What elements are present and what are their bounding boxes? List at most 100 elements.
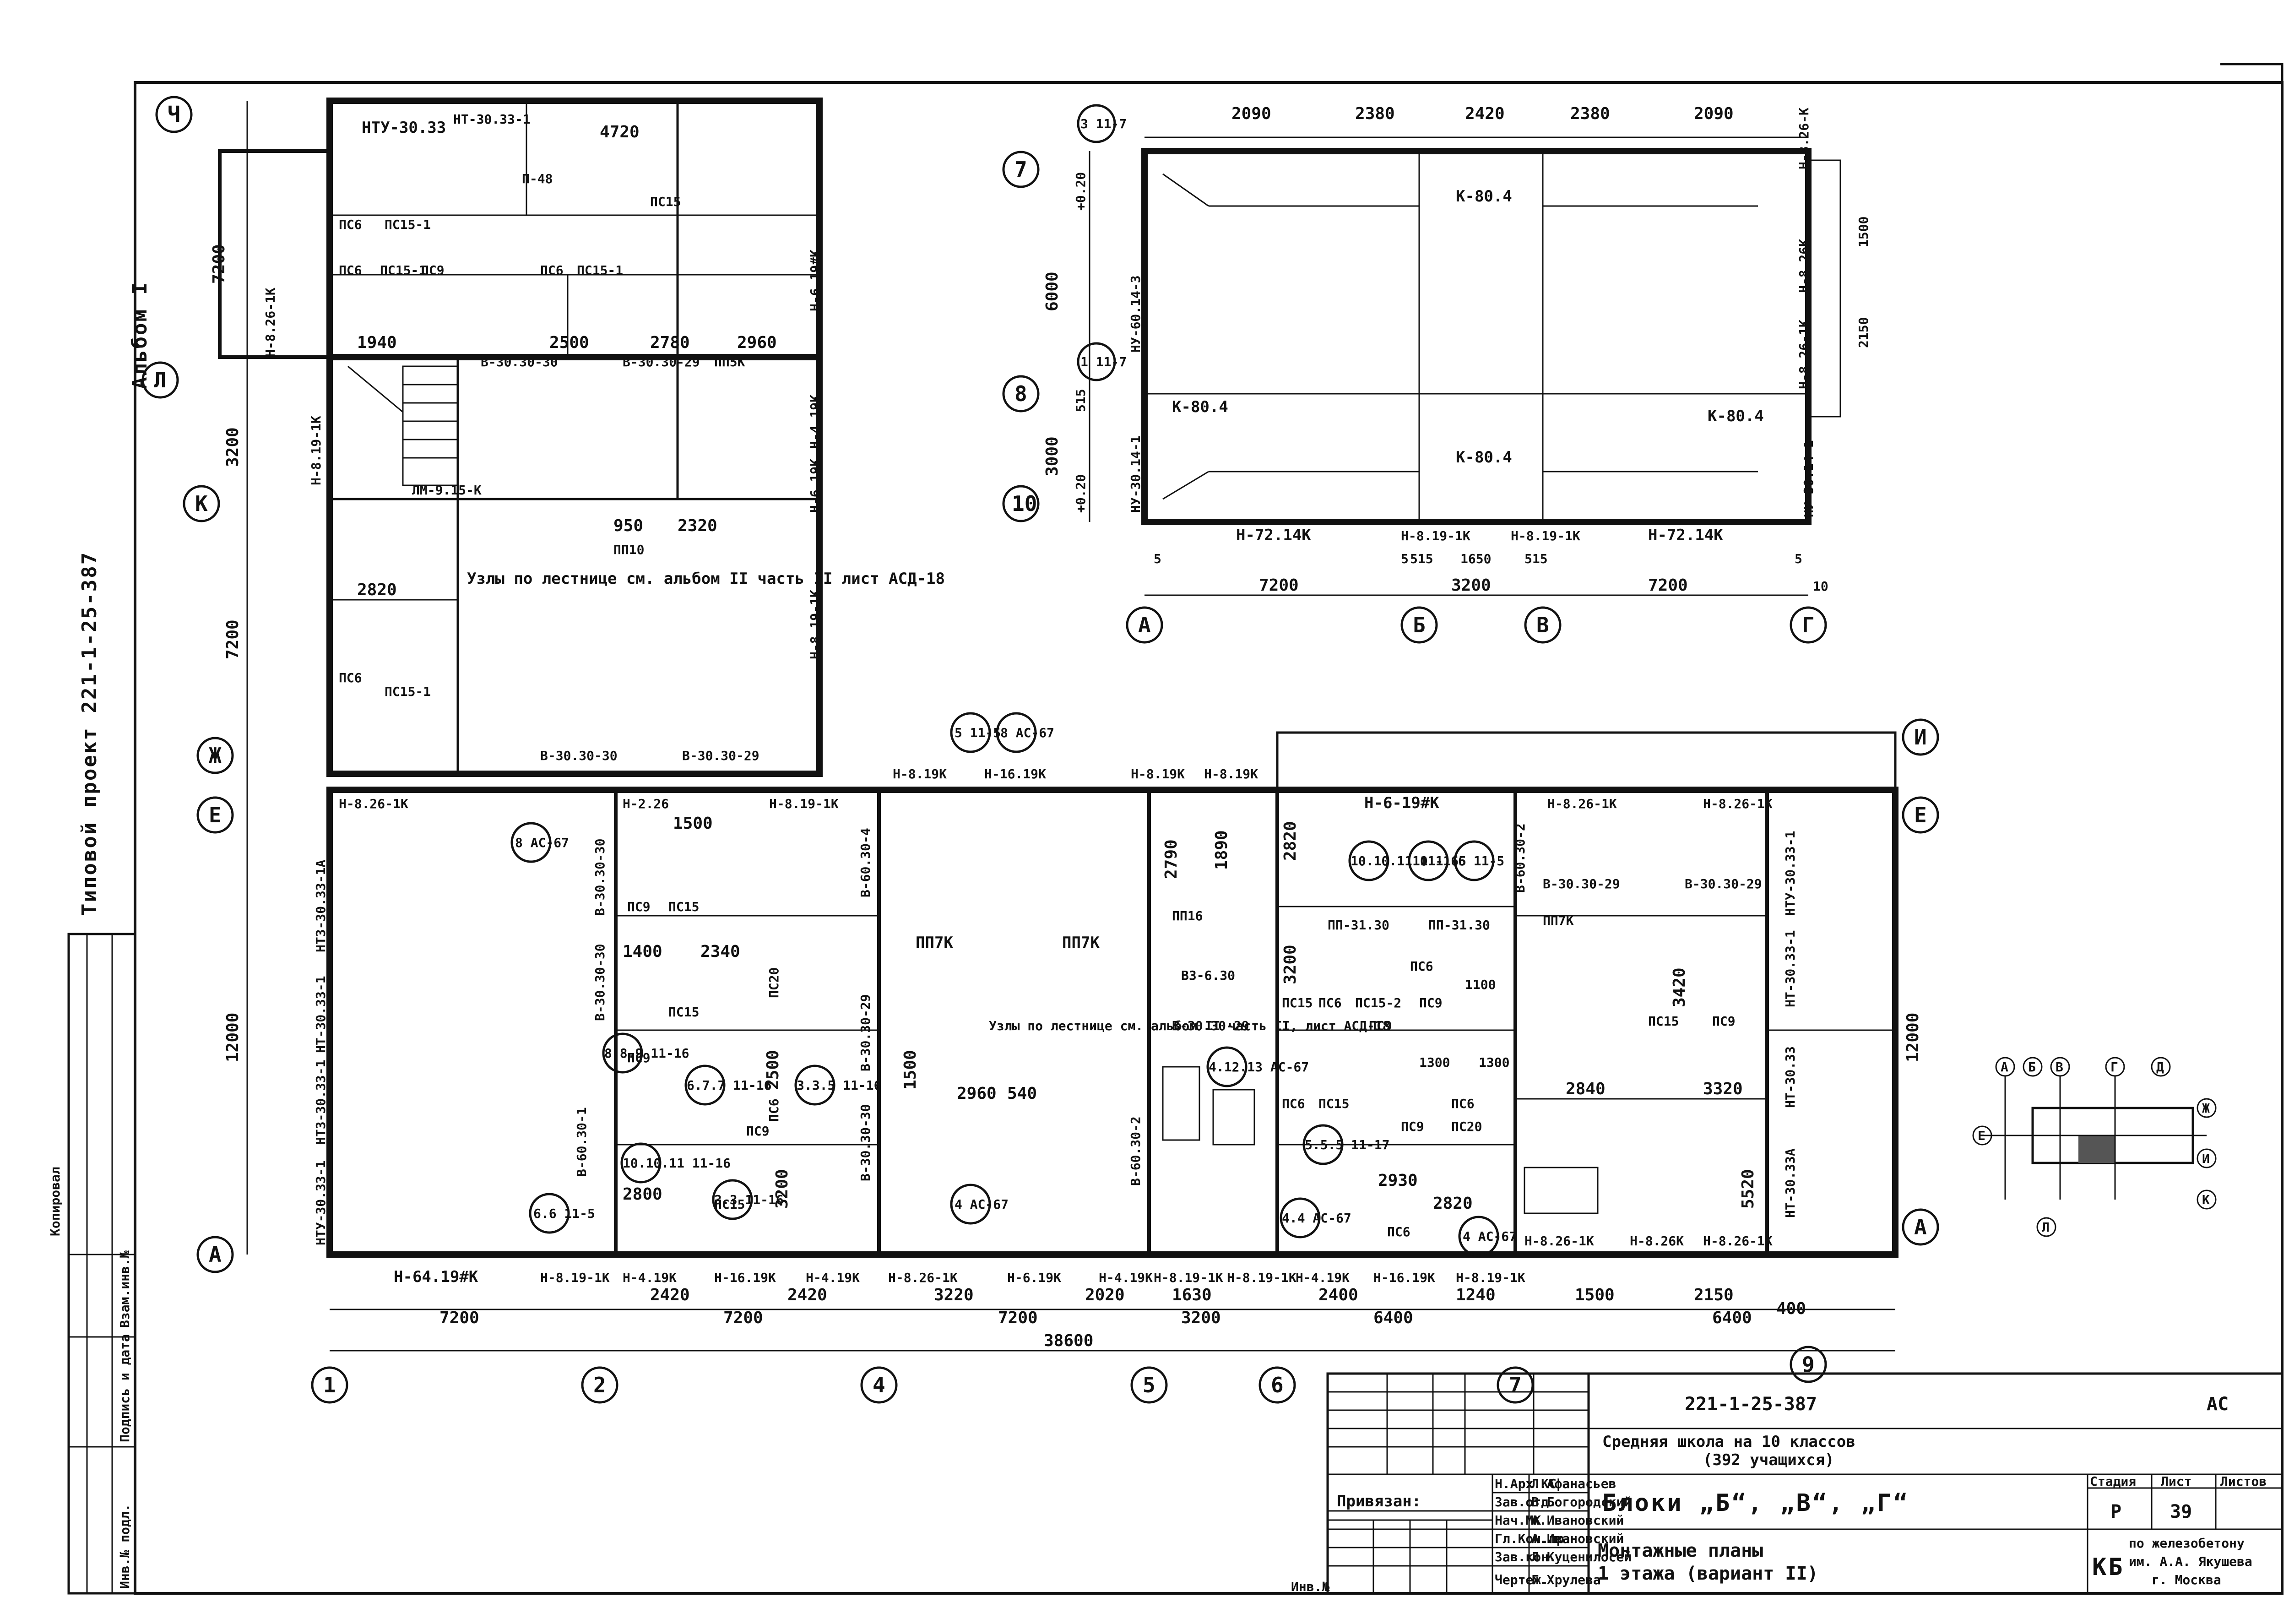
- lb-27: 2800: [623, 1185, 662, 1204]
- tb-code: 221-1-25-387: [1685, 1394, 1817, 1415]
- dim-b-13: 2150: [1694, 1286, 1734, 1304]
- lb-64: 2820: [1433, 1194, 1473, 1213]
- dim-b-3: 2420: [787, 1286, 827, 1304]
- tb-24: 2320: [678, 516, 717, 535]
- tb-org-title-2: (392 учащихся): [1703, 1451, 1834, 1469]
- lb-14: НТУ-30.33-1: [313, 1161, 328, 1245]
- lb-18: ПС9: [627, 899, 651, 914]
- lb-31: В-60.30-4: [858, 828, 873, 897]
- labels-lower-block: Н-8.26-1К Н-2.26 1500 Н-8.19-1К Н-8.19К …: [313, 766, 1798, 1249]
- lb-50: ПС6: [1318, 995, 1342, 1010]
- staff-name-4: Л.Куценилосей: [1531, 1549, 1632, 1564]
- bb-12: Н-8.19-1К: [1456, 1270, 1525, 1285]
- tb-13: 2500: [549, 333, 589, 352]
- dim-u-s-1: 5: [1401, 551, 1409, 566]
- lb-82: Н-8.26-1К: [1703, 1233, 1773, 1249]
- co-5: 6.7.7 11-16: [687, 1078, 771, 1093]
- co-6: 3.3.5 11-16: [797, 1078, 881, 1093]
- bb-2: Н-4.19К: [623, 1270, 677, 1285]
- u-lbl-14: 1500: [1856, 217, 1871, 247]
- u-lbl-0: К-80.4: [1456, 187, 1512, 206]
- tb-org-title-1: Средняя школа на 10 классов: [1602, 1433, 1855, 1451]
- tb-drawing-1: Монтажные планы: [1598, 1540, 1763, 1561]
- tb-17: В-30.30-29: [623, 354, 700, 369]
- axis-ch: Ч: [168, 102, 180, 127]
- lb-76: НТУ-30.33-1: [1783, 831, 1798, 916]
- co-1: 8 АС-67: [1000, 725, 1054, 740]
- bb-6: Н-6.19К: [1007, 1270, 1061, 1285]
- lb-23: ПС20: [766, 967, 781, 998]
- lb-58: ПС6: [1282, 1096, 1305, 1111]
- lb-81: Н-8.26К: [1630, 1233, 1684, 1249]
- lb-3: Н-8.19-1К: [769, 796, 839, 811]
- lb-45: ПП-31.30: [1328, 918, 1389, 933]
- dim-u-left-4: 515: [1073, 389, 1088, 412]
- tb-26: ПП10: [613, 542, 644, 557]
- tb-blocks: Блоки „Б“, „В“, „Г“: [1602, 1489, 1909, 1517]
- bb-5: Н-8.26-1К: [888, 1270, 958, 1285]
- lb-56: 1300: [1419, 1055, 1450, 1070]
- tb-6: ПС15: [650, 194, 681, 209]
- lb-37: ВЗ-6.30: [1181, 968, 1235, 983]
- tb-23: Н-4.19К: [808, 395, 823, 449]
- lb-79: НТ-30.33А: [1783, 1148, 1798, 1218]
- lb-55: ПС9: [1369, 1018, 1392, 1033]
- staff-name-0: Л.Афанасьев: [1531, 1476, 1616, 1491]
- dim-u-s-0: 5: [1154, 551, 1161, 566]
- km-7: И: [2202, 1151, 2210, 1166]
- dim-l-3: 12000: [223, 1013, 242, 1062]
- km-4: Д: [2156, 1059, 2164, 1075]
- lb-68: В-30.30-29: [1685, 876, 1762, 891]
- co-15: 6 11-5: [1458, 853, 1504, 869]
- lb-42: 1500: [901, 1050, 920, 1090]
- lb-74: 3320: [1703, 1080, 1743, 1098]
- dim-l-1: 3200: [223, 427, 242, 467]
- dim-b-12: 1500: [1575, 1286, 1615, 1304]
- lb-61: ПС9: [1401, 1119, 1424, 1134]
- lb-49: ПС15: [1282, 995, 1313, 1010]
- labels-upper: К-80.4 К-80.4 К-80.4 К-80.4 НУ-60.14-3 Н…: [1077, 104, 1871, 544]
- tb-org-3: г. Москва: [2152, 1572, 2221, 1587]
- dim-u-top-2: 2420: [1465, 104, 1505, 123]
- bb-11: Н-16.19К: [1373, 1270, 1435, 1285]
- note-left: Узлы по лестнице см. альбом II часть II …: [467, 570, 945, 588]
- lb-33: В-30.30-30: [858, 1104, 873, 1181]
- lb-28: 3200: [773, 1169, 792, 1209]
- bb-4: Н-4.19К: [806, 1270, 860, 1285]
- labels-bottom-beams: Н-64.19#К Н-8.19-1К Н-4.19К Н-16.19К Н-4…: [394, 1268, 1525, 1286]
- km-2: В: [2056, 1059, 2063, 1075]
- lb-65: ПС6: [1387, 1224, 1410, 1239]
- axis-a-upper: А: [1138, 613, 1151, 637]
- lb-47: 2820: [1281, 821, 1300, 861]
- u-lbl-11: Н-8.19-1К: [1401, 528, 1470, 543]
- lb-72: ПС9: [1712, 1014, 1736, 1029]
- dim-u-s-6: 10: [1813, 579, 1828, 594]
- axis-e-right: Е: [1914, 803, 1927, 827]
- lb-54: 1100: [1465, 977, 1496, 992]
- tb-7: ПС6: [339, 263, 362, 278]
- tb-stage-code: АС: [2207, 1394, 2229, 1415]
- lb-9: Н-8.26-1К: [1547, 796, 1617, 811]
- u-axis-top: 3 11-7: [1080, 116, 1127, 131]
- bb-7: Н-4.19К: [1099, 1270, 1153, 1285]
- tb-25: 950: [613, 516, 643, 535]
- lb-16: В-30.30-30: [592, 944, 608, 1021]
- tb-15: 2960: [737, 333, 777, 352]
- lb-20: 1400: [623, 942, 662, 961]
- tb-org-mark: КБ: [2092, 1553, 2125, 1581]
- tb-28: ПС15-1: [385, 684, 431, 699]
- dim-r-0: 12000: [1904, 1013, 1922, 1062]
- km-5: Е: [1978, 1128, 1985, 1143]
- tb-2: 4720: [600, 123, 640, 141]
- dim-b-15: 400: [1776, 1299, 1806, 1318]
- dim-u-s-4: 515: [1524, 551, 1548, 566]
- lb-30: ПС9: [746, 1124, 770, 1139]
- co-0: 5 11-5: [955, 725, 1001, 740]
- sign-label: Подпись и дата: [117, 1334, 132, 1442]
- dim-b-10: 6400: [1373, 1309, 1413, 1327]
- tb-18: В-30.30-30: [481, 354, 558, 369]
- labels-top-block: НТУ-30.33 НТ-30.33-1 4720 П-48 ПС6 ПС15-…: [263, 112, 823, 763]
- staff-role-4: Зав.кон.: [1495, 1549, 1557, 1564]
- bb-0: Н-64.19#К: [394, 1268, 478, 1286]
- lb-34: ПП7К: [916, 934, 953, 952]
